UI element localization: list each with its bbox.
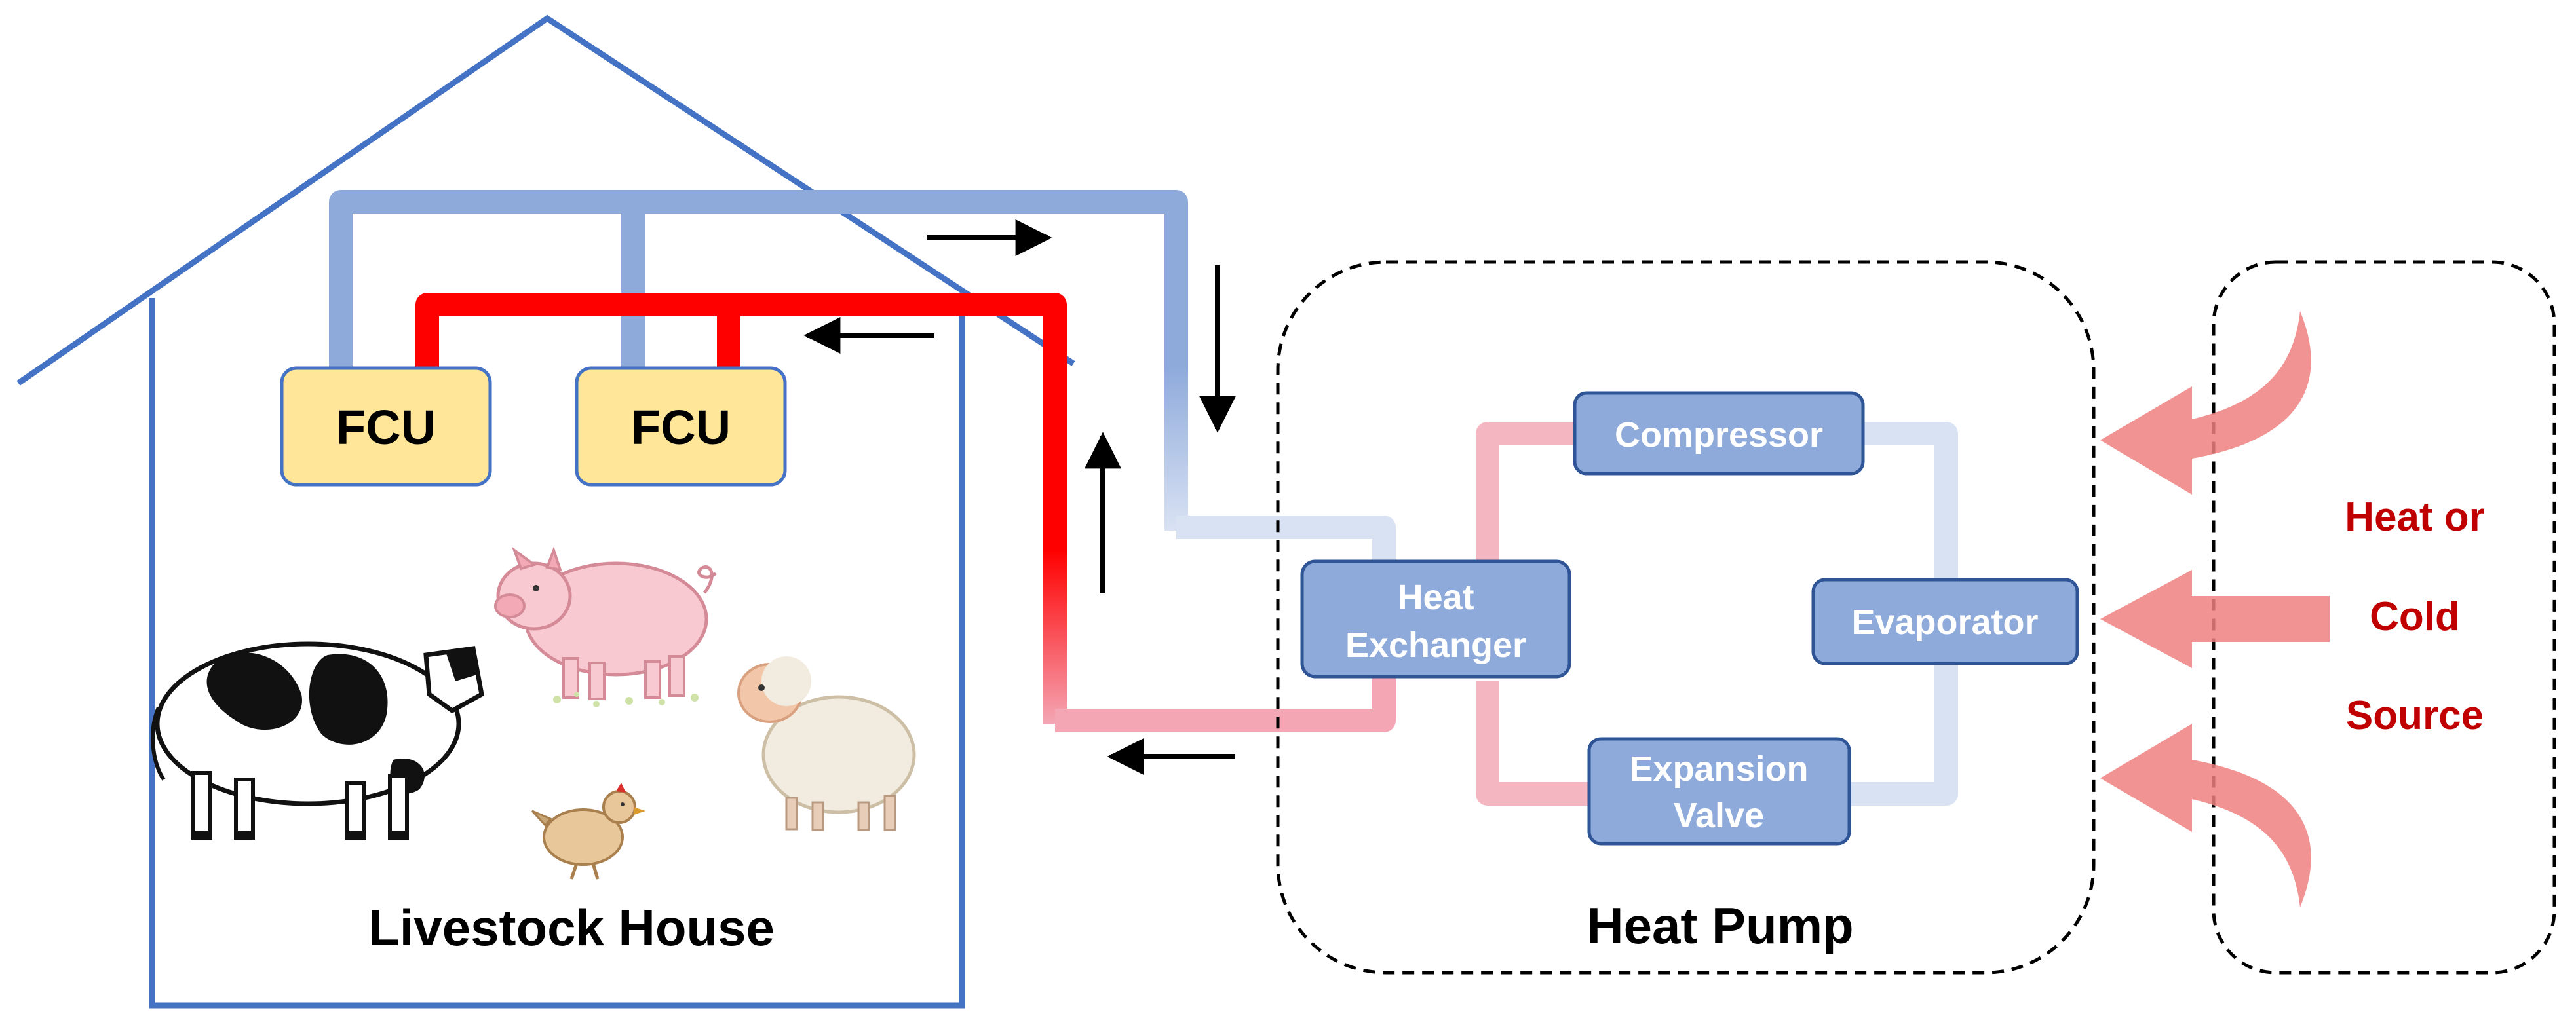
sheep-illustration — [737, 656, 916, 831]
cold-pipe-top — [329, 190, 1188, 377]
evaporator-box — [1811, 578, 2079, 665]
fcu-unit-1: FCU — [280, 366, 492, 487]
refrigerant-loop-hot-bottom — [1476, 681, 1592, 806]
refrigerant-loop-cold — [1861, 422, 1958, 583]
livestock-house-title: Livestock House — [368, 899, 775, 956]
livestock-house — [16, 14, 1075, 1009]
source-boundary — [2212, 260, 2556, 975]
fcu-box — [280, 366, 492, 487]
expansion-valve-label-line1: Expansion — [1629, 749, 1808, 789]
compressor-label: Compressor — [1615, 415, 1823, 455]
source-arrow-bottom — [2100, 724, 2311, 907]
source-arrow-middle — [2100, 570, 2330, 668]
source-label-line1: Heat or — [2345, 495, 2485, 540]
heat-pump-boundary — [1276, 260, 2096, 975]
fcu-label: FCU — [336, 400, 436, 455]
expansion-valve-label-line2: Valve — [1674, 796, 1764, 835]
heat-pump: Compressor Heat Exchanger Evaporator Exp… — [1276, 260, 2096, 975]
evaporator-component: Evaporator — [1811, 578, 2079, 665]
hot-pipe-up-gradient — [1043, 550, 1067, 724]
fcu-label: FCU — [631, 400, 731, 455]
heat-pump-title: Heat Pump — [1586, 897, 1853, 954]
house-roof — [16, 14, 1075, 386]
heat-exchanger-label-line2: Exchanger — [1345, 626, 1526, 665]
compressor-component: Compressor — [1573, 391, 1865, 476]
house-walls — [149, 298, 965, 1009]
hot-pipe-top — [415, 293, 1067, 557]
source-label-line3: Source — [2346, 693, 2484, 738]
water-loop — [329, 190, 1396, 775]
expansion-valve-box — [1587, 737, 1851, 846]
cold-pipe-down-gradient — [1164, 367, 1188, 531]
pig-illustration — [494, 546, 717, 707]
cow-illustration — [151, 641, 484, 840]
refrigerant-loop-cold-bottom — [1848, 662, 1958, 806]
heat-cold-source: Heat or Cold Source — [2100, 260, 2556, 975]
chicken-illustration — [531, 783, 645, 880]
compressor-box — [1573, 391, 1865, 476]
fcu-box — [575, 366, 787, 487]
fcu-unit-2: FCU — [575, 366, 787, 487]
evaporator-label: Evaporator — [1851, 603, 2038, 642]
refrigerant-loop-hot — [1476, 422, 1586, 563]
heat-exchanger-box — [1300, 559, 1571, 679]
expansion-valve-component: Expansion Valve — [1587, 737, 1851, 846]
heat-exchanger-component: Heat Exchanger — [1300, 559, 1571, 679]
source-label-line2: Cold — [2370, 594, 2460, 639]
source-arrow-top — [2100, 311, 2311, 495]
heat-exchanger-label-line1: Heat — [1397, 578, 1474, 617]
